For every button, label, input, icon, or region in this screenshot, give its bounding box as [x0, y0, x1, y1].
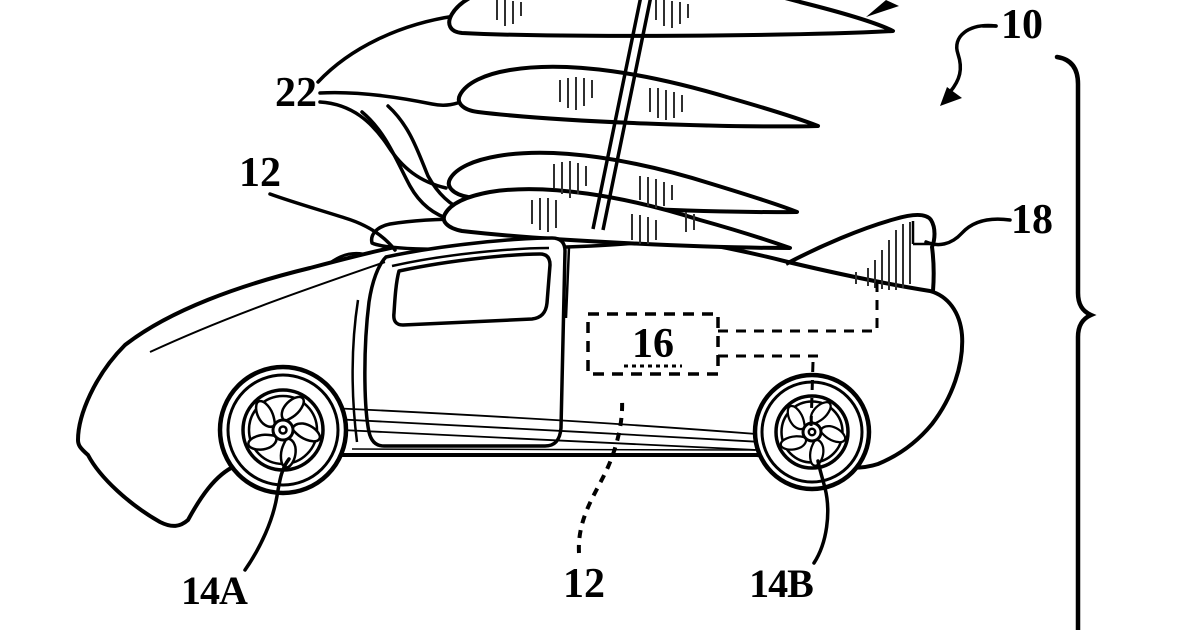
- dashed-connector-to-rear-wheel: [718, 354, 820, 428]
- ref-label-22: 22: [275, 70, 317, 116]
- door-frame-inner-line: [391, 246, 550, 268]
- door-rear-seam: [564, 246, 571, 319]
- leader-lines: [243, 23, 1012, 572]
- tail-fin-rudder-lines: [911, 221, 933, 246]
- hatch-wing4: [531, 198, 695, 244]
- underbody-line: [351, 448, 756, 451]
- rear-wheel-spokes: [779, 401, 847, 467]
- ref-label-10: 10: [1001, 2, 1043, 48]
- rear-wheel: [752, 372, 872, 492]
- rocker-sketch-line-3: [341, 429, 758, 451]
- fender-seam: [351, 299, 360, 443]
- wing-4: [441, 187, 792, 250]
- mast-line-right: [601, 0, 652, 231]
- controller-box-group: [586, 281, 879, 428]
- arrow-10-head: [940, 87, 962, 106]
- rocker-sketch-line-2: [332, 418, 799, 445]
- wing-leader-lines: [316, 14, 468, 222]
- body-details: [149, 236, 807, 451]
- leader-22-to-wing2: [318, 90, 468, 107]
- ref-label-16: 16: [632, 321, 674, 367]
- reference-labels: 22 12 10 18 16 14A 14B 12: [181, 2, 1053, 613]
- wing-strut-front: [360, 110, 454, 222]
- hood-sketch-line: [149, 261, 386, 353]
- door-window: [392, 252, 552, 327]
- rear-hub-center: [807, 427, 817, 437]
- wing-2: [456, 64, 820, 129]
- wing-mast: [591, 0, 652, 231]
- tail-fin-hatching: [855, 222, 911, 290]
- ref-label-12-lower: 12: [563, 561, 605, 607]
- hatch-wing2: [559, 77, 683, 120]
- leader-22-to-wing1: [316, 14, 457, 84]
- ref-label-14b: 14B: [749, 561, 813, 606]
- wing-stack: [441, 0, 895, 250]
- cowl-arc: [329, 251, 364, 265]
- ref-label-18: 18: [1011, 197, 1053, 243]
- controller-box: [586, 312, 720, 376]
- front-wheel: [217, 364, 349, 496]
- ref-label-12-upper: 12: [239, 150, 281, 196]
- leader-14b: [812, 459, 830, 565]
- front-wheel-spokes: [247, 395, 322, 469]
- arrowhead-top-cropped: [866, 0, 899, 17]
- leader-12-lower-dashed: [576, 399, 625, 554]
- wing-hatching: [496, 0, 695, 244]
- tail-fin-outline: [785, 213, 937, 292]
- hatch-wing1: [496, 0, 689, 28]
- ref-label-14a: 14A: [181, 568, 248, 613]
- leader-18: [924, 217, 1012, 247]
- front-hub-center: [278, 425, 288, 435]
- rocker-sketch-line-1: [329, 407, 807, 439]
- right-brace: [1054, 54, 1097, 630]
- wing-strut-rear: [386, 104, 468, 214]
- leader-12-upper: [268, 192, 397, 252]
- hatch-wing3: [553, 161, 673, 208]
- arrow-10-squiggle: [948, 23, 998, 94]
- mast-line-left: [591, 0, 642, 230]
- leader-14a: [243, 457, 291, 572]
